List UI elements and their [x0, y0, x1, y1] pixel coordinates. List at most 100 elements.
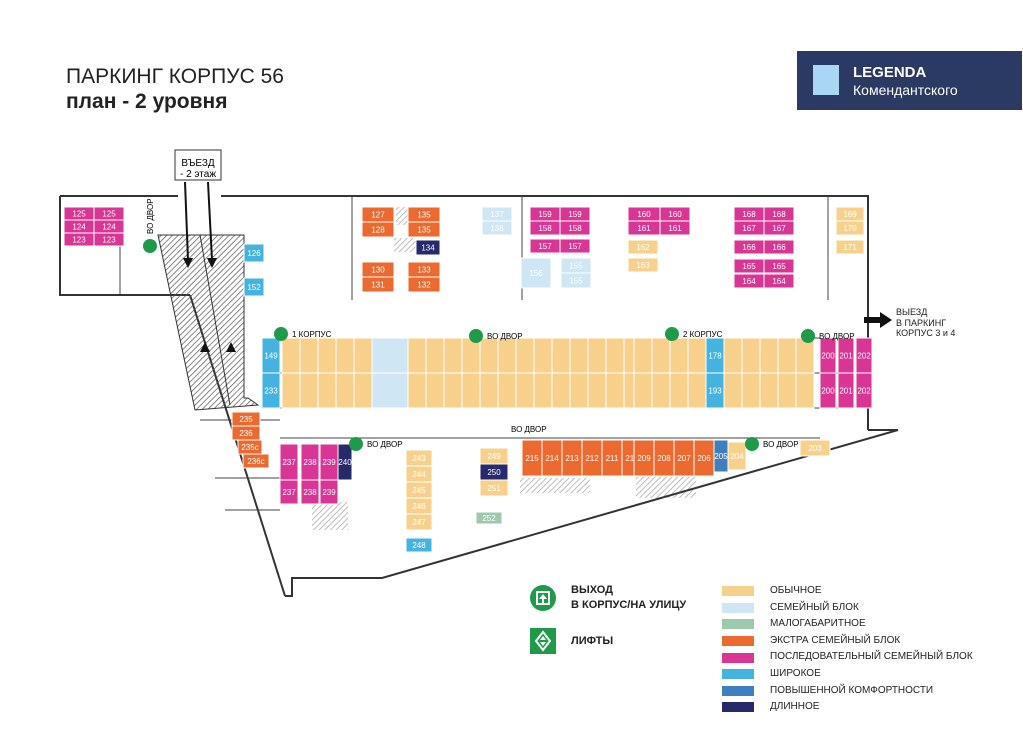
- parking-spot-box[interactable]: [405, 513, 433, 531]
- standard-spot[interactable]: [723, 372, 743, 409]
- parking-spot[interactable]: 163: [627, 257, 659, 273]
- standard-spot[interactable]: [687, 337, 707, 374]
- parking-spot[interactable]: 244: [405, 465, 433, 483]
- standard-spot[interactable]: [425, 372, 445, 409]
- standard-spot[interactable]: [569, 372, 589, 409]
- standard-spot[interactable]: [407, 337, 427, 374]
- parking-spot[interactable]: 209: [633, 439, 655, 477]
- parking-spot[interactable]: 206: [693, 439, 715, 477]
- parking-spot[interactable]: 251: [479, 479, 509, 497]
- standard-spot[interactable]: [425, 337, 445, 374]
- parking-spot[interactable]: 169: [835, 206, 865, 222]
- parking-spot[interactable]: 160: [627, 206, 661, 222]
- parking-spot[interactable]: 167: [763, 220, 795, 236]
- parking-spot[interactable]: 200: [819, 337, 837, 374]
- parking-spot[interactable]: 128: [361, 221, 395, 238]
- standard-spot[interactable]: [515, 372, 535, 409]
- parking-spot[interactable]: 203: [799, 439, 831, 457]
- exit-marker[interactable]: ВО ДВОР: [801, 329, 855, 343]
- standard-spot[interactable]: [633, 372, 653, 409]
- parking-spot[interactable]: 213: [561, 439, 583, 477]
- parking-spot-box[interactable]: [243, 243, 265, 263]
- parking-spot-box[interactable]: [319, 479, 339, 505]
- parking-spot[interactable]: 135: [407, 221, 441, 238]
- parking-spot[interactable]: 171: [835, 239, 865, 255]
- exit-marker[interactable]: ВО ДВОР: [349, 437, 403, 451]
- parking-spot[interactable]: 124: [93, 219, 125, 234]
- parking-spot[interactable]: 164: [763, 273, 795, 289]
- family-spot[interactable]: [371, 337, 409, 374]
- standard-spot[interactable]: [353, 372, 373, 409]
- standard-spot[interactable]: [533, 337, 553, 374]
- parking-spot[interactable]: 235c: [237, 439, 263, 455]
- family-spot[interactable]: [371, 372, 409, 409]
- standard-spot[interactable]: [741, 337, 761, 374]
- parking-spot[interactable]: 207: [673, 439, 695, 477]
- standard-spot[interactable]: [299, 337, 319, 374]
- standard-spot[interactable]: [443, 337, 463, 374]
- parking-spot-box[interactable]: [243, 277, 265, 297]
- standard-spot[interactable]: [795, 372, 815, 409]
- parking-spot[interactable]: 236: [231, 425, 261, 441]
- parking-spot[interactable]: 160: [659, 206, 691, 222]
- parking-spot[interactable]: 133: [407, 261, 441, 278]
- standard-spot[interactable]: [759, 372, 779, 409]
- exit-marker[interactable]: ВО ДВОР: [511, 425, 547, 434]
- parking-spot-box[interactable]: [481, 220, 513, 236]
- parking-spot[interactable]: 201: [837, 337, 855, 374]
- parking-spot[interactable]: 124: [63, 219, 95, 234]
- standard-spot[interactable]: [795, 337, 815, 374]
- standard-spot[interactable]: [479, 372, 499, 409]
- parking-spot-box[interactable]: [520, 257, 552, 289]
- standard-spot[interactable]: [687, 372, 707, 409]
- standard-spot[interactable]: [723, 337, 743, 374]
- parking-spot[interactable]: 152: [243, 277, 265, 297]
- standard-spot[interactable]: [587, 337, 607, 374]
- standard-spot[interactable]: [669, 337, 689, 374]
- parking-spot-box[interactable]: [261, 372, 281, 409]
- parking-spot[interactable]: 123: [93, 232, 125, 247]
- parking-spot[interactable]: 235: [231, 411, 261, 427]
- parking-spot-box[interactable]: [659, 220, 691, 236]
- standard-spot[interactable]: [633, 337, 653, 374]
- parking-spot[interactable]: 166: [733, 239, 765, 255]
- standard-spot[interactable]: [533, 372, 553, 409]
- standard-spot[interactable]: [669, 372, 689, 409]
- parking-spot[interactable]: 135: [407, 206, 441, 223]
- standard-spot[interactable]: [551, 372, 571, 409]
- parking-spot[interactable]: 201: [837, 372, 855, 409]
- parking-spot-box[interactable]: [727, 441, 747, 471]
- standard-spot[interactable]: [741, 372, 761, 409]
- parking-spot[interactable]: 130: [361, 261, 395, 278]
- parking-spot-box[interactable]: [763, 273, 795, 289]
- parking-spot[interactable]: 158: [529, 220, 561, 236]
- parking-spot[interactable]: 166: [763, 239, 795, 255]
- standard-spot[interactable]: [497, 337, 517, 374]
- parking-spot[interactable]: 164: [733, 273, 765, 289]
- parking-spot-box[interactable]: [559, 220, 591, 236]
- standard-spot[interactable]: [605, 337, 625, 374]
- parking-spot[interactable]: 238: [300, 479, 320, 505]
- parking-spot-box[interactable]: [361, 221, 395, 238]
- parking-spot-box[interactable]: [837, 372, 855, 409]
- standard-spot[interactable]: [605, 372, 625, 409]
- parking-spot[interactable]: 168: [733, 206, 765, 222]
- parking-spot[interactable]: 159: [559, 206, 591, 222]
- parking-spot-box[interactable]: [835, 220, 865, 236]
- parking-spot[interactable]: 243: [405, 449, 433, 467]
- standard-spot[interactable]: [335, 337, 355, 374]
- parking-spot-box[interactable]: [93, 232, 125, 247]
- parking-spot[interactable]: 247: [405, 513, 433, 531]
- parking-spot[interactable]: 178: [705, 337, 725, 374]
- parking-spot[interactable]: 237: [279, 443, 299, 481]
- standard-spot[interactable]: [317, 372, 337, 409]
- parking-spot[interactable]: 136: [481, 220, 513, 236]
- parking-spot-box[interactable]: [819, 372, 837, 409]
- parking-spot[interactable]: 126: [243, 243, 265, 263]
- standard-spot[interactable]: [479, 337, 499, 374]
- standard-spot[interactable]: [443, 372, 463, 409]
- parking-spot[interactable]: 167: [733, 220, 765, 236]
- parking-spot-box[interactable]: [279, 479, 299, 505]
- parking-spot-box[interactable]: [627, 239, 659, 255]
- standard-spot[interactable]: [777, 337, 797, 374]
